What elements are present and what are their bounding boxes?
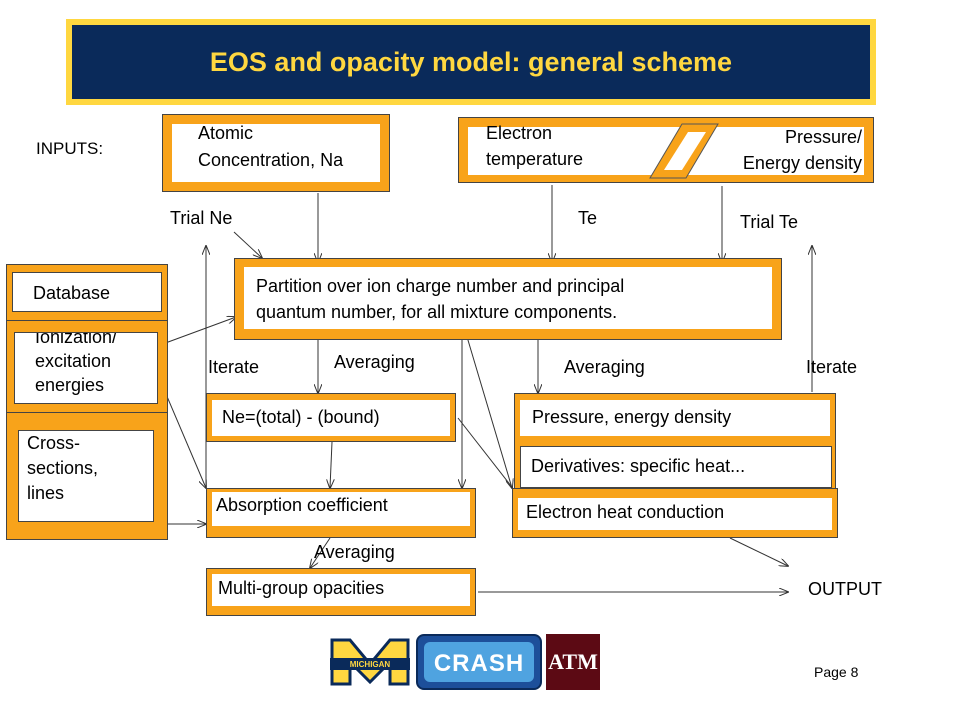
output-label: OUTPUT	[808, 579, 882, 599]
pressure-energy-box: Pressure, energy density	[520, 400, 830, 436]
averaging-left-label: Averaging	[334, 352, 415, 372]
ionization-box: Ionization/ excitation energies	[14, 332, 158, 404]
tamu-wordmark: ATM	[548, 649, 598, 674]
averaging-bottom-label: Averaging	[314, 542, 395, 562]
ne-box: Ne=(total) - (bound)	[212, 400, 450, 436]
crash-logo-inner	[424, 642, 534, 682]
arrow-partition-to-heat	[461, 319, 512, 488]
cross-sections-box: Cross- sections, lines	[18, 430, 154, 522]
atomic-concentration-box: Atomic Concentration, Na	[172, 123, 380, 182]
input-switch-shape	[649, 123, 719, 179]
atomic-line-1: Atomic	[198, 123, 254, 143]
arrow-ne-to-absorption	[330, 441, 332, 488]
cross-line-1: Cross-	[27, 433, 80, 453]
michigan-logo: MICHIGAN	[328, 636, 412, 688]
electron-heat-box: Electron heat conduction	[518, 498, 832, 530]
trial-ne-label: Trial Ne	[170, 208, 233, 228]
absorption-box: Absorption coefficient	[212, 492, 470, 526]
cross-line-3: lines	[27, 483, 65, 503]
ionization-line-1: Ionization/	[35, 332, 118, 347]
iterate-left-label: Iterate	[208, 357, 260, 377]
database-divider-2	[6, 412, 168, 413]
ionization-line-3: energies	[35, 375, 105, 395]
michigan-wordmark: MICHIGAN	[350, 660, 391, 669]
database-divider-1	[6, 320, 168, 321]
pressure-input-line-2: Energy density	[742, 153, 862, 173]
michigan-m-icon: MICHIGAN	[330, 638, 410, 686]
partition-box: Partition over ion charge number and pri…	[244, 267, 772, 329]
averaging-right-label: Averaging	[564, 357, 645, 377]
iterate-right-label: Iterate	[806, 357, 858, 377]
atomic-line-2: Concentration, Na	[198, 150, 344, 170]
database-box: Database	[12, 272, 162, 312]
partition-line-2: quantum number, for all mixture componen…	[256, 302, 618, 322]
electron-temp-line-1: Electron	[486, 123, 553, 143]
te-label: Te	[578, 208, 598, 228]
arrow-absorption-to-multigroup	[310, 537, 331, 568]
page-number: Page 8	[814, 664, 859, 680]
tamu-logo: ATM	[546, 634, 600, 690]
crash-logo: CRASH	[416, 634, 542, 690]
electron-temp-line-2: temperature	[486, 149, 584, 169]
electron-temp-label: Electron temperature	[486, 120, 583, 172]
cross-line-2: sections,	[27, 458, 99, 478]
trial-te-label: Trial Te	[740, 212, 799, 232]
ionization-line-2: excitation	[35, 351, 112, 371]
derivatives-box: Derivatives: specific heat...	[520, 446, 832, 488]
pressure-input-line-1: Pressure/	[784, 127, 862, 147]
page-title: EOS and opacity model: general scheme	[209, 46, 733, 77]
arrow-heat-to-output	[729, 537, 788, 566]
title-panel: EOS and opacity model: general scheme	[72, 25, 870, 99]
partition-line-1: Partition over ion charge number and pri…	[256, 276, 625, 296]
multigroup-box: Multi-group opacities	[212, 574, 470, 606]
crash-wordmark: CRASH	[433, 650, 525, 677]
arrow-ne-to-heat	[457, 417, 522, 500]
arrow-ionization-to-partition	[159, 317, 236, 346]
inputs-label: INPUTS:	[36, 139, 104, 158]
arrow-trialne-to-partition	[233, 231, 262, 258]
pressure-input-label: Pressure/ Energy density	[700, 124, 862, 176]
